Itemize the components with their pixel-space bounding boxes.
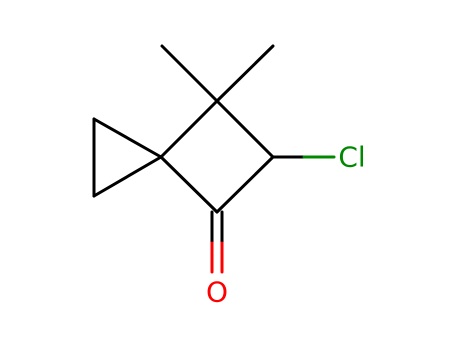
bond-cyclopropane-bottom	[92, 155, 163, 198]
bond-dimethyl-carbon-to-chloro-carbon	[215, 99, 275, 159]
bond-methyl-right	[215, 44, 275, 103]
bond-methyl-left	[160, 44, 219, 103]
oxygen-atom-label: O	[206, 276, 228, 309]
bond-chloro-carbon-to-carbonyl-carbon	[215, 155, 275, 214]
bond-spiro-to-dimethyl-carbon	[159, 99, 219, 159]
bond-cyclopropane-top	[92, 117, 163, 159]
chlorine-atom-label: Cl	[338, 141, 365, 174]
bond-carbonyl-carbon-to-spiro	[159, 155, 219, 214]
